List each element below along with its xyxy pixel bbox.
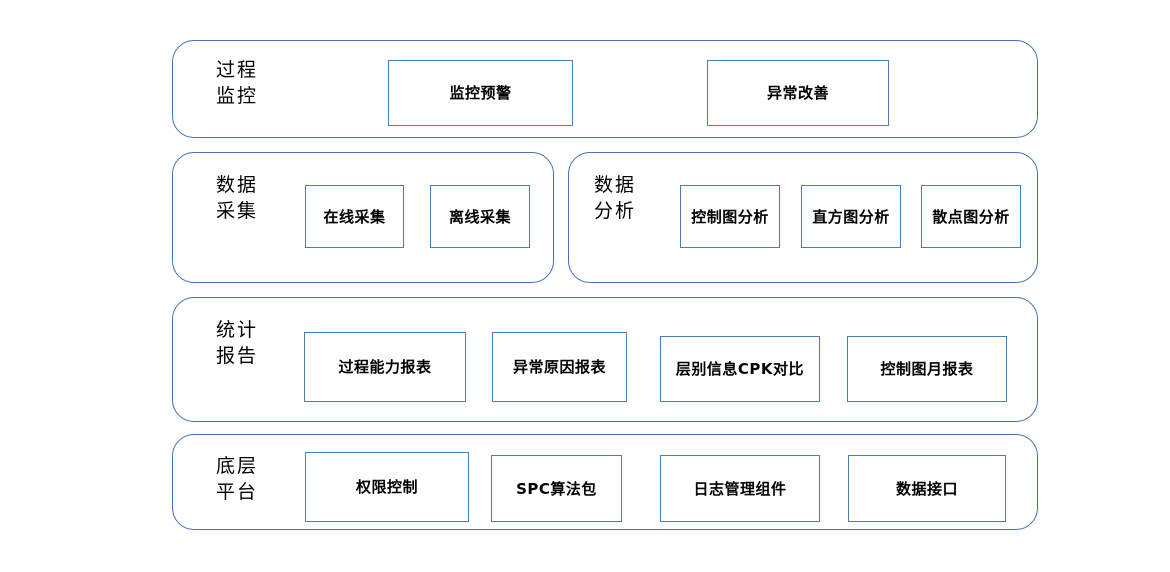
module-box-histogram-analysis[interactable]: 直方图分析: [801, 185, 901, 248]
layer-label-base-platform: 底层 平台: [216, 455, 259, 503]
layer-container-process-monitoring: [172, 40, 1038, 138]
module-label-offline-collection: 离线采集: [448, 207, 511, 226]
module-box-permission-control[interactable]: 权限控制: [305, 452, 469, 522]
module-box-abnormal-cause-report[interactable]: 异常原因报表: [492, 332, 627, 402]
module-label-control-chart-analysis: 控制图分析: [691, 207, 769, 226]
module-box-spc-algorithm-package[interactable]: SPC算法包: [491, 455, 622, 522]
module-label-scatter-plot-analysis: 散点图分析: [932, 207, 1010, 226]
module-label-control-chart-monthly-report: 控制图月报表: [880, 360, 974, 378]
module-box-online-collection[interactable]: 在线采集: [305, 185, 404, 248]
layer-label-process-monitoring: 过程 监控: [216, 59, 259, 107]
module-label-data-interface: 数据接口: [895, 479, 958, 498]
layer-label-statistical-report: 统计 报告: [216, 319, 259, 367]
module-label-permission-control: 权限控制: [355, 478, 418, 496]
module-label-log-management-component: 日志管理组件: [693, 479, 787, 498]
module-label-process-capability-report: 过程能力报表: [338, 358, 432, 376]
module-box-stratified-cpk-comparison[interactable]: 层别信息CPK对比: [660, 336, 820, 402]
module-box-monitor-alarm[interactable]: 监控预警: [388, 60, 573, 126]
module-box-process-capability-report[interactable]: 过程能力报表: [304, 332, 466, 402]
module-label-spc-algorithm-package: SPC算法包: [516, 479, 597, 498]
module-box-log-management-component[interactable]: 日志管理组件: [660, 455, 820, 522]
module-box-control-chart-monthly-report[interactable]: 控制图月报表: [847, 336, 1007, 402]
module-label-online-collection: 在线采集: [323, 207, 386, 226]
layer-label-data-analysis: 数据 分析: [594, 174, 637, 222]
module-box-offline-collection[interactable]: 离线采集: [430, 185, 530, 248]
layer-label-data-collection: 数据 采集: [216, 174, 259, 222]
module-box-scatter-plot-analysis[interactable]: 散点图分析: [921, 185, 1021, 248]
module-box-data-interface[interactable]: 数据接口: [848, 455, 1006, 522]
module-label-stratified-cpk-comparison: 层别信息CPK对比: [675, 360, 805, 378]
module-label-abnormal-improvement: 异常改善: [766, 84, 829, 102]
module-label-histogram-analysis: 直方图分析: [812, 207, 890, 226]
module-box-abnormal-improvement[interactable]: 异常改善: [707, 60, 889, 126]
module-label-abnormal-cause-report: 异常原因报表: [512, 358, 606, 376]
module-label-monitor-alarm: 监控预警: [449, 84, 512, 102]
module-box-control-chart-analysis[interactable]: 控制图分析: [680, 185, 780, 248]
